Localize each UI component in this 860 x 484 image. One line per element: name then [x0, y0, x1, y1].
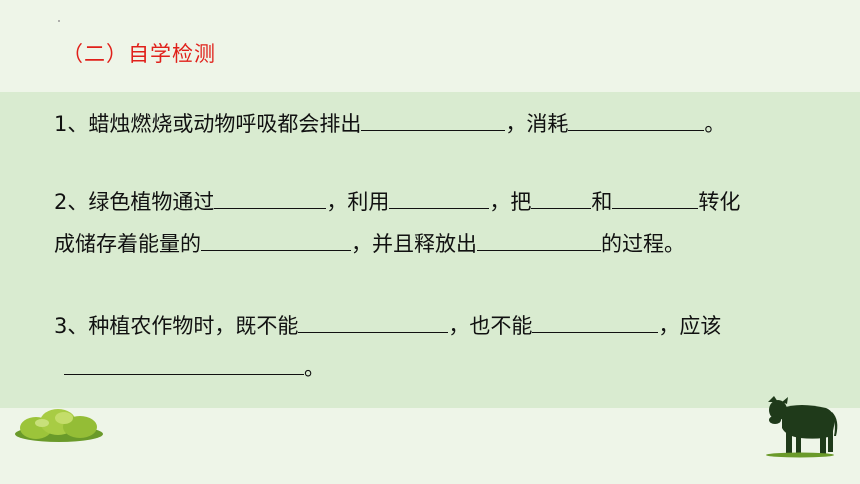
q2-blank-2[interactable] [389, 186, 490, 209]
q2-text-3: ，把 [489, 190, 532, 214]
bush-icon [15, 409, 103, 442]
question-3-line-1: 3、种植农作物时，既不能 ，也不能 ，应该 [54, 310, 721, 341]
question-2-line-1: 2、绿色植物通过 ，利用 ，把 和 转化 [54, 186, 740, 217]
q3-text-1: 3、种植农作物时，既不能 [54, 314, 299, 338]
q1-text-3: 。 [704, 112, 726, 136]
q2-blank-1[interactable] [214, 186, 327, 209]
q3-text-3: ，应该 [658, 314, 722, 338]
q3-blank-3[interactable] [64, 352, 304, 375]
q2-text-4: 和 [591, 190, 613, 214]
q1-text-2: ，消耗 [505, 112, 569, 136]
question-2-line-2: 成储存着能量的 ，并且释放出 的过程。 [54, 228, 685, 259]
q2-text-8: 的过程。 [601, 232, 685, 256]
q1-blank-2[interactable] [568, 108, 705, 131]
question-panel [0, 92, 860, 408]
q2-blank-4[interactable] [612, 186, 699, 209]
q1-blank-1[interactable] [361, 108, 506, 131]
question-1: 1、蜡烛燃烧或动物呼吸都会排出 ，消耗 。 [54, 108, 725, 139]
q3-text-2: ，也不能 [448, 314, 533, 338]
question-3-line-2: 。 [64, 352, 325, 383]
q3-blank-2[interactable] [532, 310, 659, 333]
q2-text-2: ，利用 [326, 190, 390, 214]
q2-text-6: 成储存着能量的 [54, 232, 201, 256]
decorative-dot [58, 20, 60, 22]
q3-text-4: 。 [304, 356, 325, 380]
q2-text-7: ，并且释放出 [351, 232, 477, 256]
q2-text-1: 2、绿色植物通过 [54, 190, 215, 214]
cow-icon [766, 396, 838, 458]
q1-text-1: 1、蜡烛燃烧或动物呼吸都会排出 [54, 112, 362, 136]
q2-blank-5[interactable] [201, 228, 351, 251]
section-heading: （二）自学检测 [62, 42, 216, 66]
q2-text-5: 转化 [698, 190, 741, 214]
q3-blank-1[interactable] [298, 310, 449, 333]
q2-blank-6[interactable] [477, 228, 601, 251]
q2-blank-3[interactable] [531, 186, 592, 209]
